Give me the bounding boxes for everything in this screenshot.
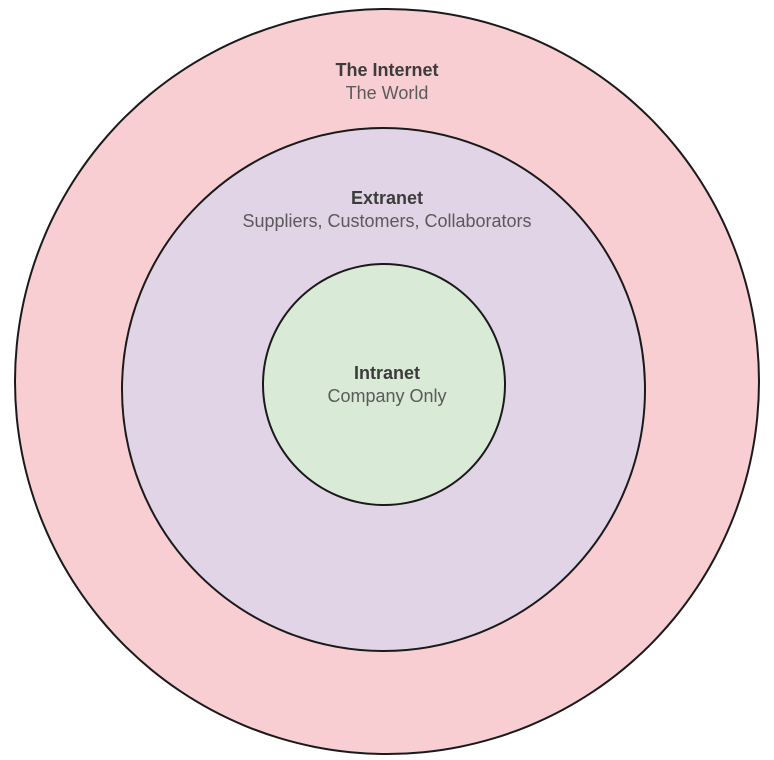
internet-title: The Internet: [335, 60, 439, 80]
intranet-subtitle: Company Only: [327, 386, 447, 406]
extranet-label: Extranet Suppliers, Customers, Collabora…: [0, 187, 774, 233]
extranet-subtitle: Suppliers, Customers, Collaborators: [242, 211, 532, 231]
internet-label: The Internet The World: [0, 59, 774, 105]
intranet-label: Intranet Company Only: [0, 362, 774, 408]
intranet-circle: [262, 263, 506, 506]
intranet-title: Intranet: [353, 363, 420, 383]
extranet-title: Extranet: [350, 188, 424, 208]
internet-subtitle: The World: [345, 83, 429, 103]
